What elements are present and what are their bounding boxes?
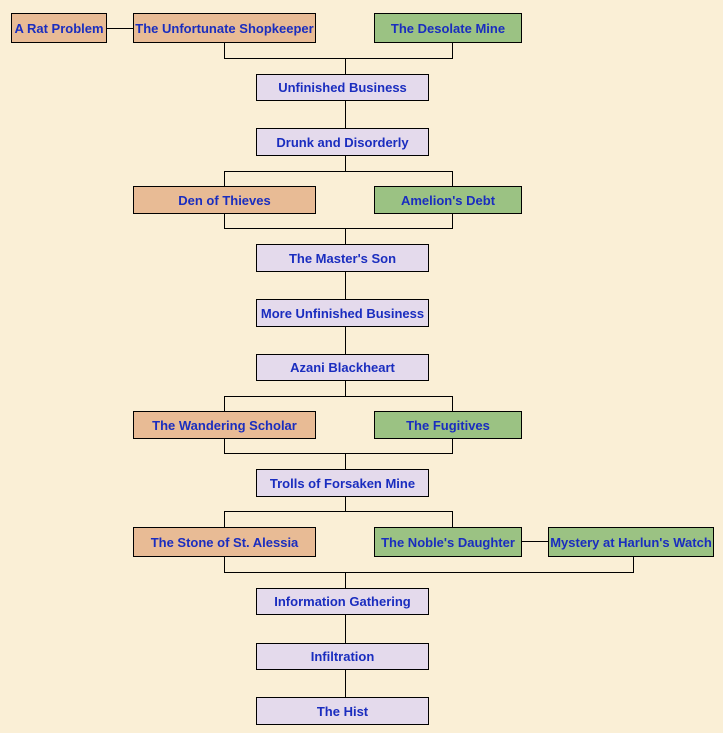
quest-the-stone-of-st-alessia[interactable]: The Stone of St. Alessia xyxy=(133,527,316,557)
quest-azani-blackheart[interactable]: Azani Blackheart xyxy=(256,354,429,381)
quest-trolls-of-forsaken-mine[interactable]: Trolls of Forsaken Mine xyxy=(256,469,429,497)
quest-the-wandering-scholar[interactable]: The Wandering Scholar xyxy=(133,411,316,439)
quest-the-fugitives[interactable]: The Fugitives xyxy=(374,411,522,439)
quest-unfinished-business[interactable]: Unfinished Business xyxy=(256,74,429,101)
quest-more-unfinished-business[interactable]: More Unfinished Business xyxy=(256,299,429,327)
quest-den-of-thieves[interactable]: Den of Thieves xyxy=(133,186,316,214)
quest-a-rat-problem[interactable]: A Rat Problem xyxy=(11,13,107,43)
quest-the-masters-son[interactable]: The Master's Son xyxy=(256,244,429,272)
quest-the-hist[interactable]: The Hist xyxy=(256,697,429,725)
quest-amelions-debt[interactable]: Amelion's Debt xyxy=(374,186,522,214)
quest-drunk-and-disorderly[interactable]: Drunk and Disorderly xyxy=(256,128,429,156)
quest-infiltration[interactable]: Infiltration xyxy=(256,643,429,670)
quest-mystery-at-harluns-watch[interactable]: Mystery at Harlun's Watch xyxy=(548,527,714,557)
quest-the-unfortunate-shopkeeper[interactable]: The Unfortunate Shopkeeper xyxy=(133,13,316,43)
quest-information-gathering[interactable]: Information Gathering xyxy=(256,588,429,615)
quest-the-desolate-mine[interactable]: The Desolate Mine xyxy=(374,13,522,43)
quest-the-nobles-daughter[interactable]: The Noble's Daughter xyxy=(374,527,522,557)
